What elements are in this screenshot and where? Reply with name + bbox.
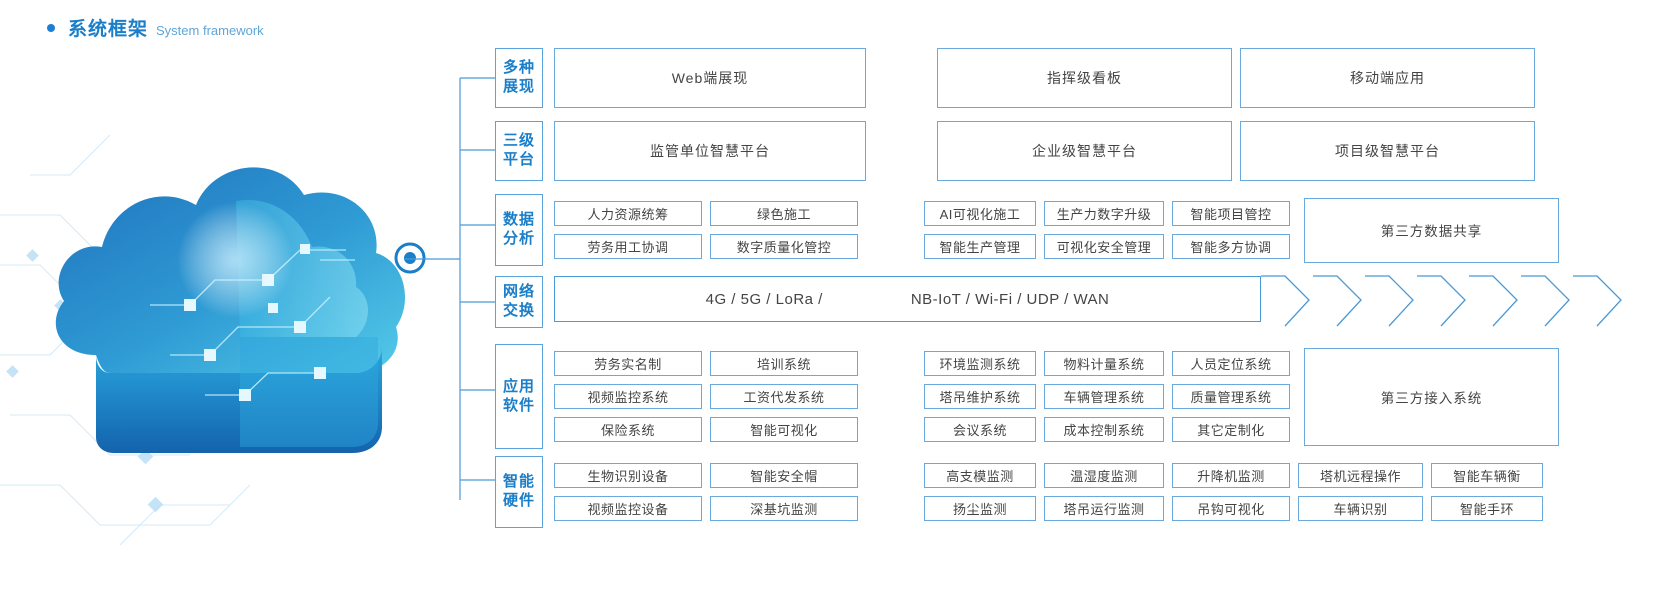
smart-hardware-left-group: 生物识别设备 智能安全帽 视频监控设备 深基坑监测 xyxy=(554,463,858,521)
cell-training-system[interactable]: 培训系统 xyxy=(710,351,858,376)
row-display-modes: 多种 展现 Web端展现 指挥级看板 移动端应用 xyxy=(495,48,1535,108)
row-label-network-exchange: 网络 交换 xyxy=(495,276,543,328)
cell-environment-monitoring[interactable]: 环境监测系统 xyxy=(924,351,1036,376)
row-label-line: 智能 xyxy=(502,473,535,491)
box-command-board[interactable]: 指挥级看板 xyxy=(937,48,1232,108)
cell-smart-project-control[interactable]: 智能项目管控 xyxy=(1172,201,1290,226)
row-application-software: 应用 软件 劳务实名制 培训系统 视频监控系统 工资代发系统 保险系统 智能可视… xyxy=(495,344,1673,449)
row-label-line: 展现 xyxy=(502,78,535,95)
box-third-party-access-system[interactable]: 第三方接入系统 xyxy=(1304,347,1559,446)
cell-labor-coordination[interactable]: 劳务用工协调 xyxy=(554,234,702,259)
app-software-left-group: 劳务实名制 培训系统 视频监控系统 工资代发系统 保险系统 智能可视化 xyxy=(554,351,858,442)
network-text-right: NB-IoT / Wi-Fi / UDP / WAN xyxy=(910,290,1110,308)
cell-video-surveillance-system[interactable]: 视频监控系统 xyxy=(554,384,702,409)
cell-smart-helmet[interactable]: 智能安全帽 xyxy=(710,463,858,488)
page-header: 系统框架 System framework xyxy=(47,14,264,41)
box-web-display[interactable]: Web端展现 xyxy=(554,48,866,108)
network-band: 4G / 5G / LoRa / NB-IoT / Wi-Fi / UDP / … xyxy=(554,276,1261,322)
cell-quality-management[interactable]: 质量管理系统 xyxy=(1172,384,1290,409)
cell-green-construction[interactable]: 绿色施工 xyxy=(710,201,858,226)
cell-temp-humidity-monitoring[interactable]: 温湿度监测 xyxy=(1044,463,1164,488)
box-regulator-platform[interactable]: 监管单位智慧平台 xyxy=(554,121,866,181)
row-label-line: 三级 xyxy=(502,132,535,150)
cell-smart-truck-scale[interactable]: 智能车辆衡 xyxy=(1431,463,1543,488)
cell-material-metering[interactable]: 物料计量系统 xyxy=(1044,351,1164,376)
cell-crane-operation-monitoring[interactable]: 塔吊运行监测 xyxy=(1044,496,1164,521)
cell-meeting-system[interactable]: 会议系统 xyxy=(924,417,1036,442)
page-subtitle: System framework xyxy=(156,23,264,38)
cell-productivity-upgrade[interactable]: 生产力数字升级 xyxy=(1044,201,1164,226)
cell-smart-visualization[interactable]: 智能可视化 xyxy=(710,417,858,442)
row-label-data-analysis: 数据 分析 xyxy=(495,194,543,266)
cell-insurance-system[interactable]: 保险系统 xyxy=(554,417,702,442)
box-enterprise-platform[interactable]: 企业级智慧平台 xyxy=(937,121,1232,181)
cloud-illustration xyxy=(0,55,470,565)
cell-cost-control-system[interactable]: 成本控制系统 xyxy=(1044,417,1164,442)
cell-vehicle-recognition[interactable]: 车辆识别 xyxy=(1298,496,1423,521)
cell-deep-pit-monitoring[interactable]: 深基坑监测 xyxy=(710,496,858,521)
cell-labor-realname[interactable]: 劳务实名制 xyxy=(554,351,702,376)
cell-biometric-device[interactable]: 生物识别设备 xyxy=(554,463,702,488)
cell-hoist-monitoring[interactable]: 升降机监测 xyxy=(1172,463,1290,488)
smart-hardware-right-group: 高支模监测 温湿度监测 升降机监测 塔机远程操作 智能车辆衡 扬尘监测 塔吊运行… xyxy=(924,463,1543,521)
row-three-tier-platform: 三级 平台 监管单位智慧平台 企业级智慧平台 项目级智慧平台 xyxy=(495,121,1535,181)
cell-hook-visualization[interactable]: 吊钩可视化 xyxy=(1172,496,1290,521)
row-label-line: 平台 xyxy=(502,151,535,168)
cell-hr-planning[interactable]: 人力资源统筹 xyxy=(554,201,702,226)
cell-personnel-positioning[interactable]: 人员定位系统 xyxy=(1172,351,1290,376)
row-label-application-software: 应用 软件 xyxy=(495,344,543,449)
cell-smart-production-mgmt[interactable]: 智能生产管理 xyxy=(924,234,1036,259)
box-project-platform[interactable]: 项目级智慧平台 xyxy=(1240,121,1535,181)
cell-crane-maintenance[interactable]: 塔吊维护系统 xyxy=(924,384,1036,409)
cell-payroll-system[interactable]: 工资代发系统 xyxy=(710,384,858,409)
row-label-line: 软件 xyxy=(502,396,535,414)
box-mobile-app[interactable]: 移动端应用 xyxy=(1240,48,1535,108)
cell-smart-wristband[interactable]: 智能手环 xyxy=(1431,496,1543,521)
cell-vehicle-management[interactable]: 车辆管理系统 xyxy=(1044,384,1164,409)
page-title: 系统框架 xyxy=(68,19,149,40)
box-third-party-data-sharing[interactable]: 第三方数据共享 xyxy=(1304,197,1559,263)
row-label-line: 数据 xyxy=(502,211,535,229)
data-analysis-right-group: AI可视化施工 生产力数字升级 智能项目管控 智能生产管理 可视化安全管理 智能… xyxy=(924,201,1290,259)
network-text-left: 4G / 5G / LoRa / xyxy=(705,290,823,308)
bullet-icon xyxy=(47,23,55,32)
tree-connector xyxy=(405,40,515,540)
cell-smart-multiparty-coord[interactable]: 智能多方协调 xyxy=(1172,234,1290,259)
app-software-right-group: 环境监测系统 物料计量系统 人员定位系统 塔吊维护系统 车辆管理系统 质量管理系… xyxy=(924,351,1290,442)
cell-digital-quality-control[interactable]: 数字质量化管控 xyxy=(710,234,858,259)
row-label-line: 多种 xyxy=(502,59,535,77)
row-label-line: 交换 xyxy=(502,302,535,319)
cell-ai-visual-construction[interactable]: AI可视化施工 xyxy=(924,201,1036,226)
cell-other-customization[interactable]: 其它定制化 xyxy=(1172,417,1290,442)
row-data-analysis: 数据 分析 人力资源统筹 绿色施工 劳务用工协调 数字质量化管控 AI可视化施工… xyxy=(495,194,1673,266)
row-label-smart-hardware: 智能 硬件 xyxy=(495,456,543,528)
data-analysis-left-group: 人力资源统筹 绿色施工 劳务用工协调 数字质量化管控 xyxy=(554,201,858,259)
cell-high-formwork-monitoring[interactable]: 高支模监测 xyxy=(924,463,1036,488)
cloud-graphic xyxy=(0,134,426,546)
row-label-display-modes: 多种 展现 xyxy=(495,48,543,108)
row-label-line: 应用 xyxy=(502,377,535,395)
row-label-line: 分析 xyxy=(502,230,535,247)
row-smart-hardware: 智能 硬件 生物识别设备 智能安全帽 视频监控设备 深基坑监测 高支模监测 温湿… xyxy=(495,456,1673,528)
row-label-line: 网络 xyxy=(502,283,535,301)
cell-visual-safety-mgmt[interactable]: 可视化安全管理 xyxy=(1044,234,1164,259)
framework-diagram: 多种 展现 Web端展现 指挥级看板 移动端应用 三级 平台 监管单位智慧平台 … xyxy=(495,48,1673,563)
cell-dust-monitoring[interactable]: 扬尘监测 xyxy=(924,496,1036,521)
row-label-line: 硬件 xyxy=(502,492,535,509)
cell-video-surveillance-device[interactable]: 视频监控设备 xyxy=(554,496,702,521)
cell-tower-remote-operation[interactable]: 塔机远程操作 xyxy=(1298,463,1423,488)
row-network-exchange: 网络 交换 4G / 5G / LoRa / NB-IoT / Wi-Fi / … xyxy=(495,275,1673,328)
row-label-three-tier-platform: 三级 平台 xyxy=(495,121,543,181)
network-arrow-chevrons xyxy=(1261,275,1622,327)
